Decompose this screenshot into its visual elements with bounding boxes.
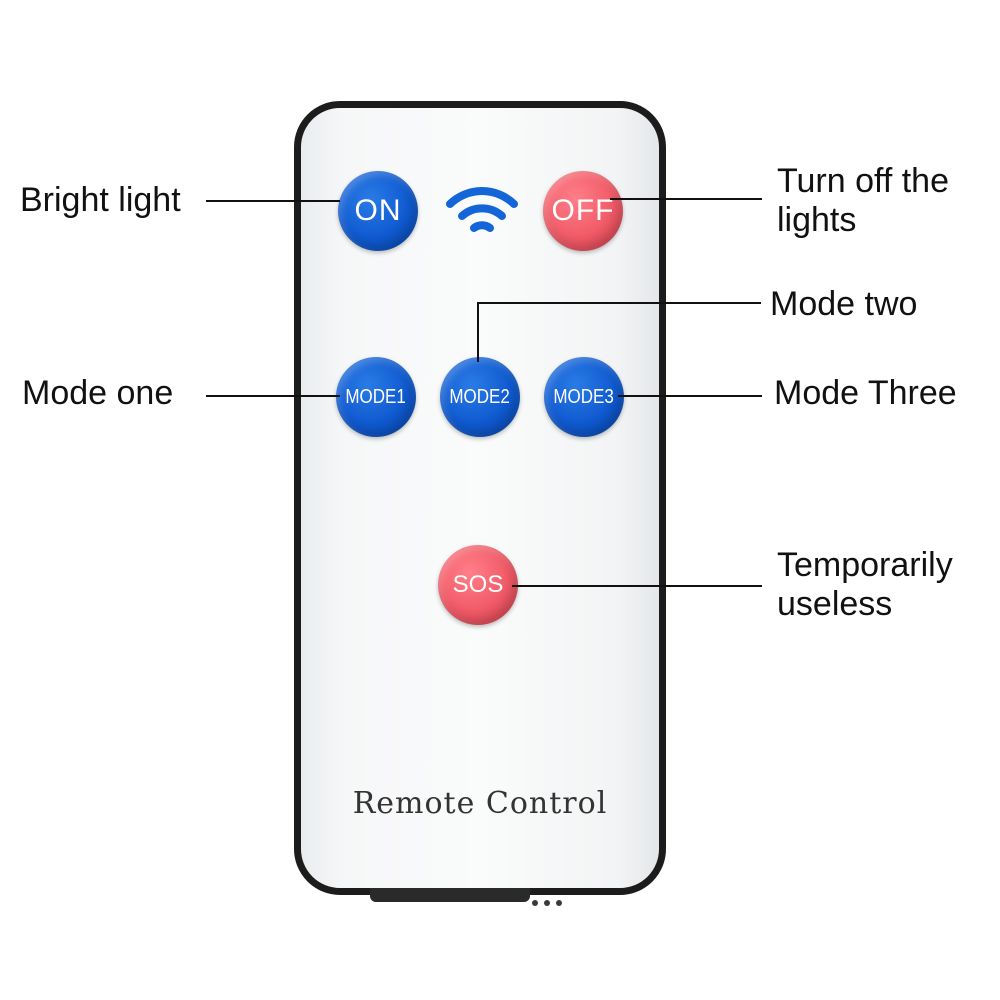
remote-foot-dot — [532, 900, 538, 906]
callout-line-off — [610, 198, 762, 200]
mode3-button-label: MODE3 — [553, 385, 615, 408]
callout-line-on — [206, 200, 340, 202]
callout-line-mode1 — [206, 395, 340, 397]
callout-line-sos — [512, 585, 762, 587]
mode1-button[interactable]: MODE1 — [336, 357, 416, 437]
remote-foot-dot — [556, 900, 562, 906]
remote-battery-tab — [370, 888, 530, 902]
remote-foot-dot — [544, 900, 550, 906]
wifi-signal-icon — [446, 187, 518, 232]
on-button[interactable]: ON — [338, 171, 418, 251]
callout-line-mode2-horizontal — [477, 302, 761, 304]
on-button-label: ON — [354, 194, 402, 227]
sos-button-label: SOS — [452, 571, 504, 598]
off-button[interactable]: OFF — [543, 171, 623, 251]
mode2-button[interactable]: MODE2 — [440, 357, 520, 437]
callout-mode-two: Mode two — [770, 285, 918, 323]
callout-line-mode2-vertical — [477, 302, 479, 362]
mode2-button-label: MODE2 — [449, 385, 511, 408]
off-button-label: OFF — [551, 194, 615, 227]
callout-turn-off-line1: Turn off the — [777, 162, 949, 200]
sos-button[interactable]: SOS — [438, 545, 518, 625]
callout-mode-one: Mode one — [22, 374, 174, 412]
callout-turn-off-line2: lights — [777, 201, 857, 239]
callout-line-mode3 — [618, 395, 762, 397]
callout-bright-light: Bright light — [20, 181, 181, 219]
mode1-button-label: MODE1 — [345, 385, 407, 408]
remote-brand-text: Remote Control — [352, 786, 608, 821]
callout-temporarily-line1: Temporarily — [777, 546, 953, 584]
callout-temporarily-line2: useless — [777, 585, 893, 623]
mode3-button[interactable]: MODE3 — [544, 357, 624, 437]
callout-mode-three: Mode Three — [774, 374, 957, 412]
